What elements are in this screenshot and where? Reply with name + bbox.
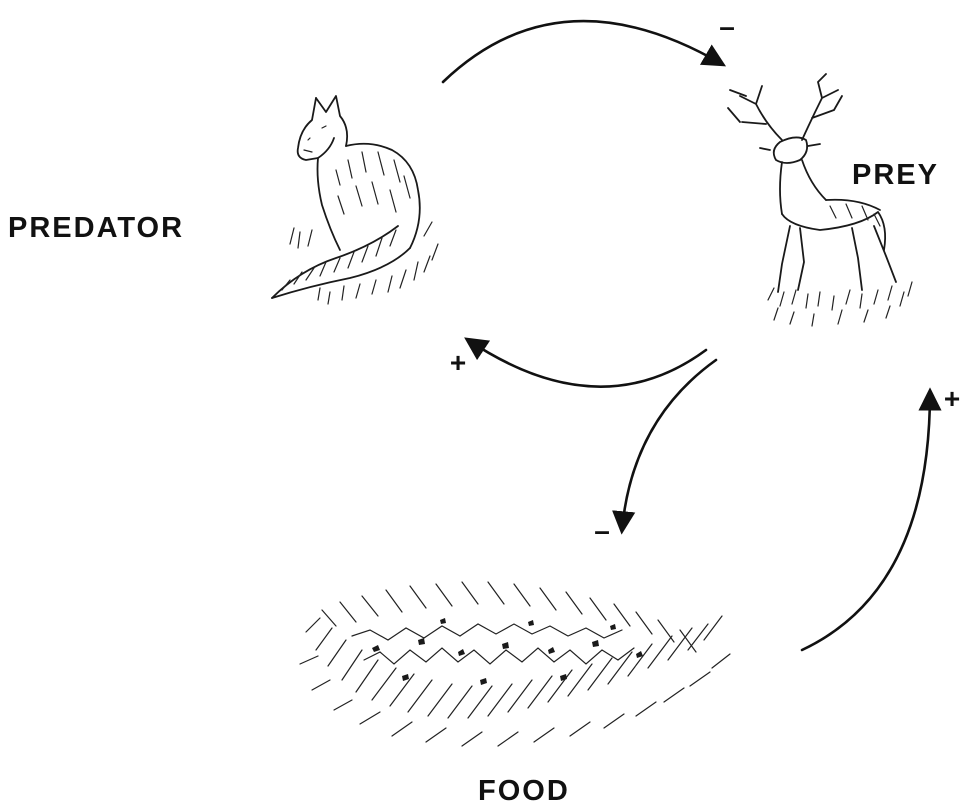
- arrow-predator-to-prey: [443, 21, 722, 82]
- sign-prey-to-predator: +: [450, 347, 466, 378]
- sign-food-to-prey: +: [944, 383, 960, 414]
- sign-predator-to-prey: –: [719, 11, 735, 42]
- sign-prey-to-food: –: [594, 515, 610, 546]
- arrow-food-to-prey: [802, 392, 930, 650]
- arrow-prey-to-food: [622, 360, 716, 530]
- predator-label: PREDATOR: [8, 212, 184, 244]
- food-label: FOOD: [478, 775, 570, 807]
- predator-illustration: [272, 96, 438, 304]
- arrow-prey-to-predator: [468, 340, 706, 387]
- prey-illustration: [728, 74, 912, 326]
- prey-label: PREY: [852, 159, 939, 191]
- food-illustration: [300, 582, 730, 746]
